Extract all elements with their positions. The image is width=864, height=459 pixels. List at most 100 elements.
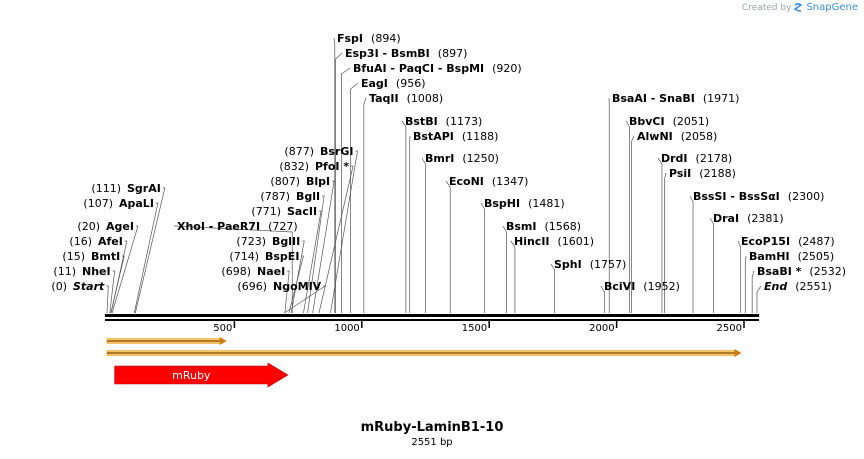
site-leader (664, 172, 667, 313)
site-leader (689, 195, 694, 313)
site-bspei: (714) BspEI (229, 250, 299, 263)
site-position: (877) (284, 145, 314, 158)
site-position: (1568) (545, 220, 582, 233)
site-leader (363, 97, 367, 313)
site-nhei: (11)NheI (53, 265, 110, 278)
site-enzyme-name: End (764, 280, 787, 293)
site-blpi: (807) BlpI (270, 175, 330, 188)
site-position: (0) (51, 280, 67, 293)
site-position: (696) (237, 280, 267, 293)
site-psii: PsiI(2188) (669, 167, 736, 180)
site-leader (173, 225, 293, 313)
site-position: (2188) (699, 167, 736, 180)
site-bsphi: BspHI(1481) (484, 197, 565, 210)
site-enzyme-name: BlpI (306, 175, 330, 188)
site-enzyme-name: Start (73, 280, 105, 293)
site-labels: (111)SgrAI(107)ApaLI(20)AgeI(16)AfeI(15)… (51, 32, 846, 293)
site-position: (1347) (492, 175, 529, 188)
site-position: (20) (77, 220, 100, 233)
site-leader (756, 285, 762, 313)
site-bcivi: BciVI(1952) (604, 280, 680, 293)
site-pfoi: (832)PfoI * (279, 160, 349, 173)
site-naei: (698) NaeI (221, 265, 285, 278)
site-enzyme-name: EcoP15I (741, 235, 790, 248)
site-enzyme-name: BsaAI - SnaBI (612, 92, 695, 105)
site-position: (1188) (462, 130, 499, 143)
site-position: (1601) (558, 235, 595, 248)
site-enzyme-name: ApaLI (119, 197, 154, 210)
site-position: (1008) (407, 92, 444, 105)
site-position: (787) (260, 190, 290, 203)
plasmid-length: 2551 bp (411, 437, 453, 448)
site-position: (16) (69, 235, 92, 248)
site-leader-lines (106, 37, 762, 314)
site-enzyme-name: BglI (296, 190, 320, 203)
site-bstbi: BstBI(1173) (405, 115, 482, 128)
site-bglii: (723)BglII (236, 235, 300, 248)
site-position: (2300) (788, 190, 825, 203)
site-enzyme-name: FspI (337, 32, 363, 45)
credit-prefix: Created by (741, 2, 792, 13)
site-bstapi: BstAPI(1188) (413, 130, 498, 143)
site-enzyme-name: BfuAI - PaqCI - BspMI (353, 62, 484, 75)
site-enzyme-name: NaeI (257, 265, 285, 278)
feature-arrow-1 (106, 349, 742, 357)
site-afei: (16)AfeI (69, 235, 122, 248)
site-xhoi-paer7i: XhoI - PaeR7I(727) (177, 220, 298, 233)
site-enzyme-name: AgeI (106, 220, 134, 233)
site-enzyme-name: NgoMIV (273, 280, 322, 293)
site-position: (698) (221, 265, 251, 278)
site-enzyme-name: HincII (514, 235, 550, 248)
credit-brand: SnapGene (806, 2, 858, 13)
site-enzyme-name: BsrGI (320, 145, 353, 158)
site-enzyme-name: Esp3I - BsmBI (345, 47, 430, 60)
ruler-tick-label-2000: 2000 (589, 323, 614, 334)
site-alwni: AlwNI(2058) (637, 130, 717, 143)
site-position: (2487) (798, 235, 835, 248)
site-hincii: HincII (1601) (514, 235, 594, 248)
site-leader (631, 135, 635, 313)
site-leader (600, 285, 605, 313)
site-leader (312, 180, 335, 314)
site-sgrai: (111)SgrAI (91, 182, 160, 195)
site-enzyme-name: BamHI (749, 250, 790, 263)
site-leader (303, 210, 322, 314)
site-eagi: EagI(956) (361, 77, 426, 90)
site-leader (510, 240, 516, 313)
site-bgli: (787) BglI (260, 190, 320, 203)
site-taqii: TaqII (1008) (369, 92, 443, 105)
ruler-tick-label-2500: 2500 (717, 323, 742, 334)
site-position: (714) (229, 250, 259, 263)
site-enzyme-name: BstBI (405, 115, 438, 128)
site-bsabi: BsaBI *(2532) (757, 265, 846, 278)
site-bamhi: BamHI (2505) (749, 250, 834, 263)
site-position: (15) (62, 250, 85, 263)
site-econi: EcoNI(1347) (449, 175, 528, 188)
feature-mruby: mRuby (114, 362, 289, 388)
snapgene-logo-icon (794, 2, 803, 12)
site-leader (290, 240, 305, 314)
site-ngomiv: (696) NgoMIV (237, 280, 321, 293)
feature-track: mRuby (106, 337, 742, 388)
site-enzyme-name: AlwNI (637, 130, 673, 143)
site-end: End(2551) (764, 280, 832, 293)
site-position: (771) (251, 205, 281, 218)
site-position: (807) (270, 175, 300, 188)
site-bsmi: BsmI(1568) (506, 220, 581, 233)
site-enzyme-name: TaqII (369, 92, 399, 105)
site-bmri: BmrI(1250) (425, 152, 499, 165)
site-bsrgi: (877) BsrGI (284, 145, 353, 158)
site-drai: DraI(2381) (713, 212, 784, 225)
site-bsssi-bsss-i: BssSI - BssSαI(2300) (693, 190, 824, 203)
site-position: (2505) (798, 250, 835, 263)
site-enzyme-name: BspEI (265, 250, 299, 263)
site-enzyme-name: EagI (361, 77, 388, 90)
site-leader (550, 263, 556, 313)
site-leader (480, 202, 485, 313)
site-leader (502, 225, 507, 313)
site-leader (109, 270, 115, 314)
site-leader (111, 225, 139, 314)
site-leader (737, 240, 742, 313)
site-enzyme-name: SgrAI (127, 182, 161, 195)
